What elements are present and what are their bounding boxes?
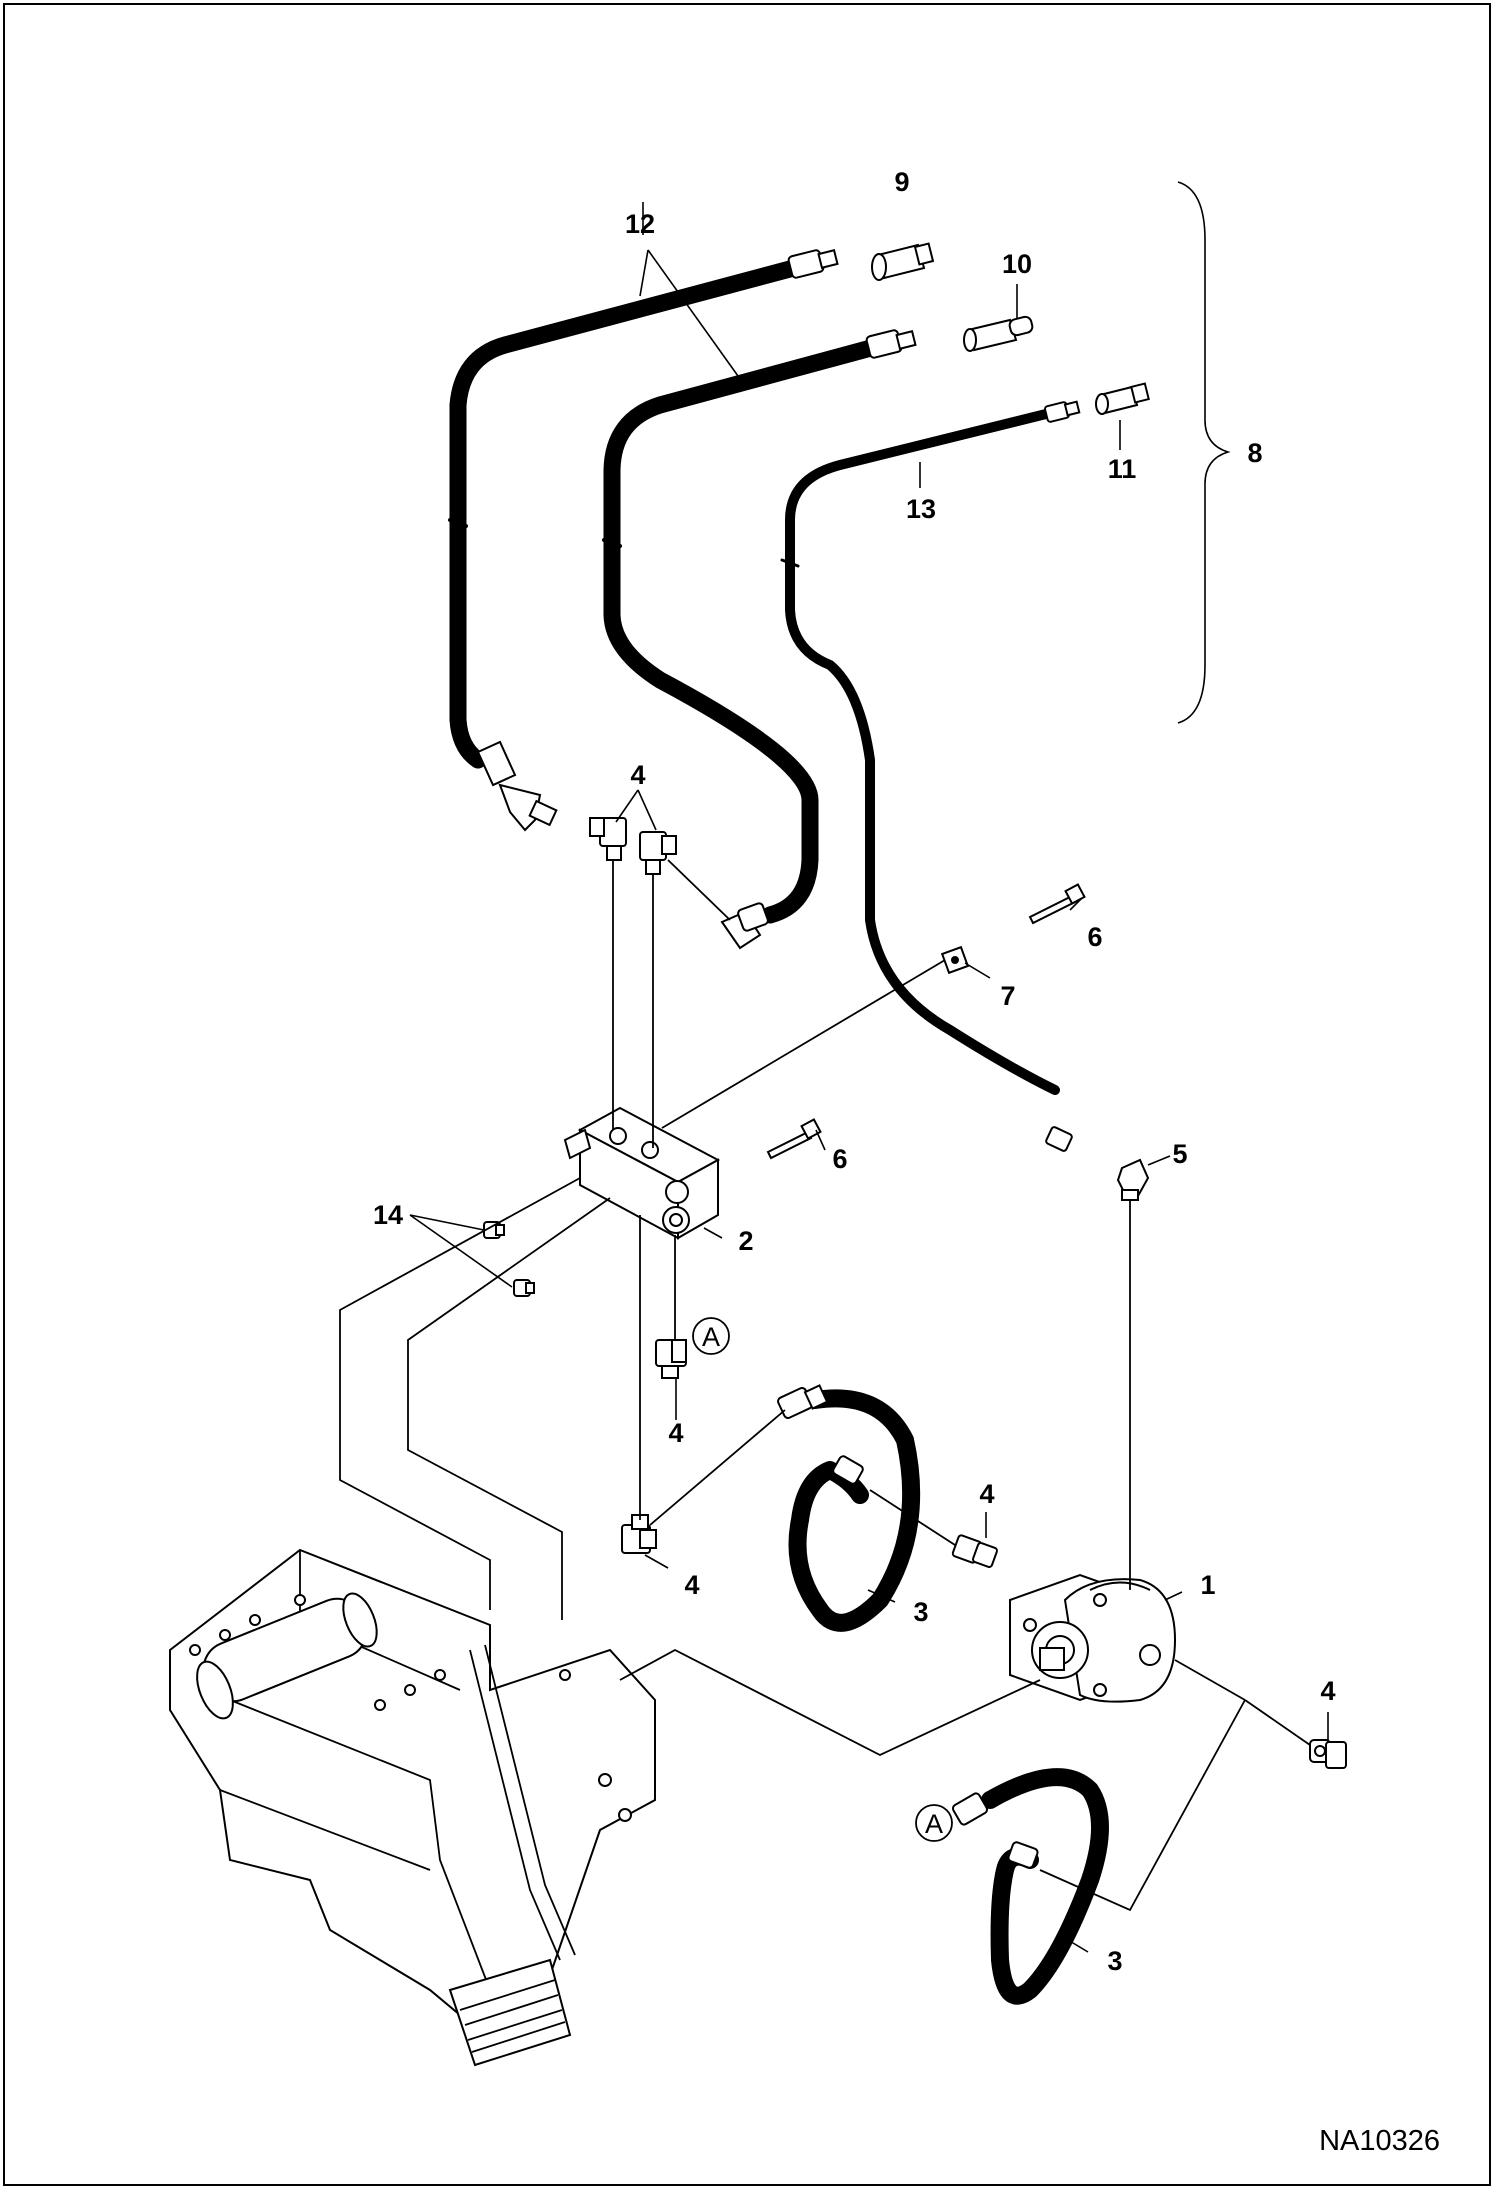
- callout-4-block: 4: [668, 1418, 683, 1448]
- callout-4-pump: 4: [1320, 1676, 1335, 1706]
- hose-12-left: [448, 256, 814, 769]
- hose-3-lower: [951, 1768, 1109, 2005]
- hose-end-fittings: [787, 249, 1081, 423]
- plug-14-lower: [513, 1279, 535, 1297]
- callout-a-bottom: A: [915, 1804, 953, 1842]
- leader-lines: [409, 181, 1329, 1953]
- callout-14: 14: [373, 1200, 403, 1230]
- coupler-9: [871, 242, 935, 281]
- callout-3-upper: 3: [913, 1597, 928, 1627]
- valve-block-2: [563, 1106, 721, 1240]
- callout-8: 8: [1247, 438, 1262, 468]
- callout-5: 5: [1172, 1139, 1187, 1169]
- fitting-4-top-left: [589, 817, 627, 861]
- callout-6-block: 6: [832, 1144, 847, 1174]
- callout-12: 12: [625, 209, 655, 239]
- pedal-assembly: [169, 1548, 656, 2067]
- callout-1: 1: [1200, 1570, 1215, 1600]
- hose-elbow-left: [476, 740, 558, 832]
- figure-id: NA10326: [1319, 2125, 1440, 2157]
- fitting-4-block: [655, 1339, 687, 1379]
- connection-lines: [339, 859, 1311, 1912]
- hose-13: [780, 408, 1060, 1095]
- callout-6-top: 6: [1087, 922, 1102, 952]
- callout-4-top: 4: [630, 760, 645, 790]
- fitting-4-top-right: [639, 831, 677, 875]
- callout-a-top: A: [692, 1317, 730, 1355]
- pump-1: [1009, 1573, 1177, 1703]
- callout-a-bottom-label: A: [925, 1809, 943, 1839]
- bolt-6-block: [766, 1118, 822, 1160]
- callout-4-mid: 4: [979, 1479, 994, 1509]
- callout-9: 9: [894, 167, 909, 197]
- coupler-10: [963, 315, 1034, 352]
- fitting-4-mid: [951, 1534, 998, 1568]
- hose-3-upper: [777, 1384, 921, 1632]
- hose-elbow-right: [720, 902, 769, 950]
- callout-7: 7: [1000, 981, 1015, 1011]
- callout-13: 13: [906, 494, 936, 524]
- callout-a-top-label: A: [702, 1322, 720, 1352]
- fitting-4-lower: [621, 1514, 657, 1554]
- callout-11: 11: [1108, 454, 1137, 484]
- callout-2: 2: [738, 1226, 753, 1256]
- fitting-4-pump: [1309, 1739, 1347, 1769]
- fitting-5: [1045, 1126, 1150, 1201]
- callout-4-lower: 4: [684, 1570, 699, 1600]
- callout-3-lower: 3: [1107, 1946, 1122, 1976]
- nut-7: [940, 945, 970, 975]
- bolt-6-top: [1028, 883, 1086, 925]
- coupler-11: [1095, 382, 1150, 415]
- hose-12-right: [602, 336, 891, 924]
- callout-10: 10: [1002, 249, 1032, 279]
